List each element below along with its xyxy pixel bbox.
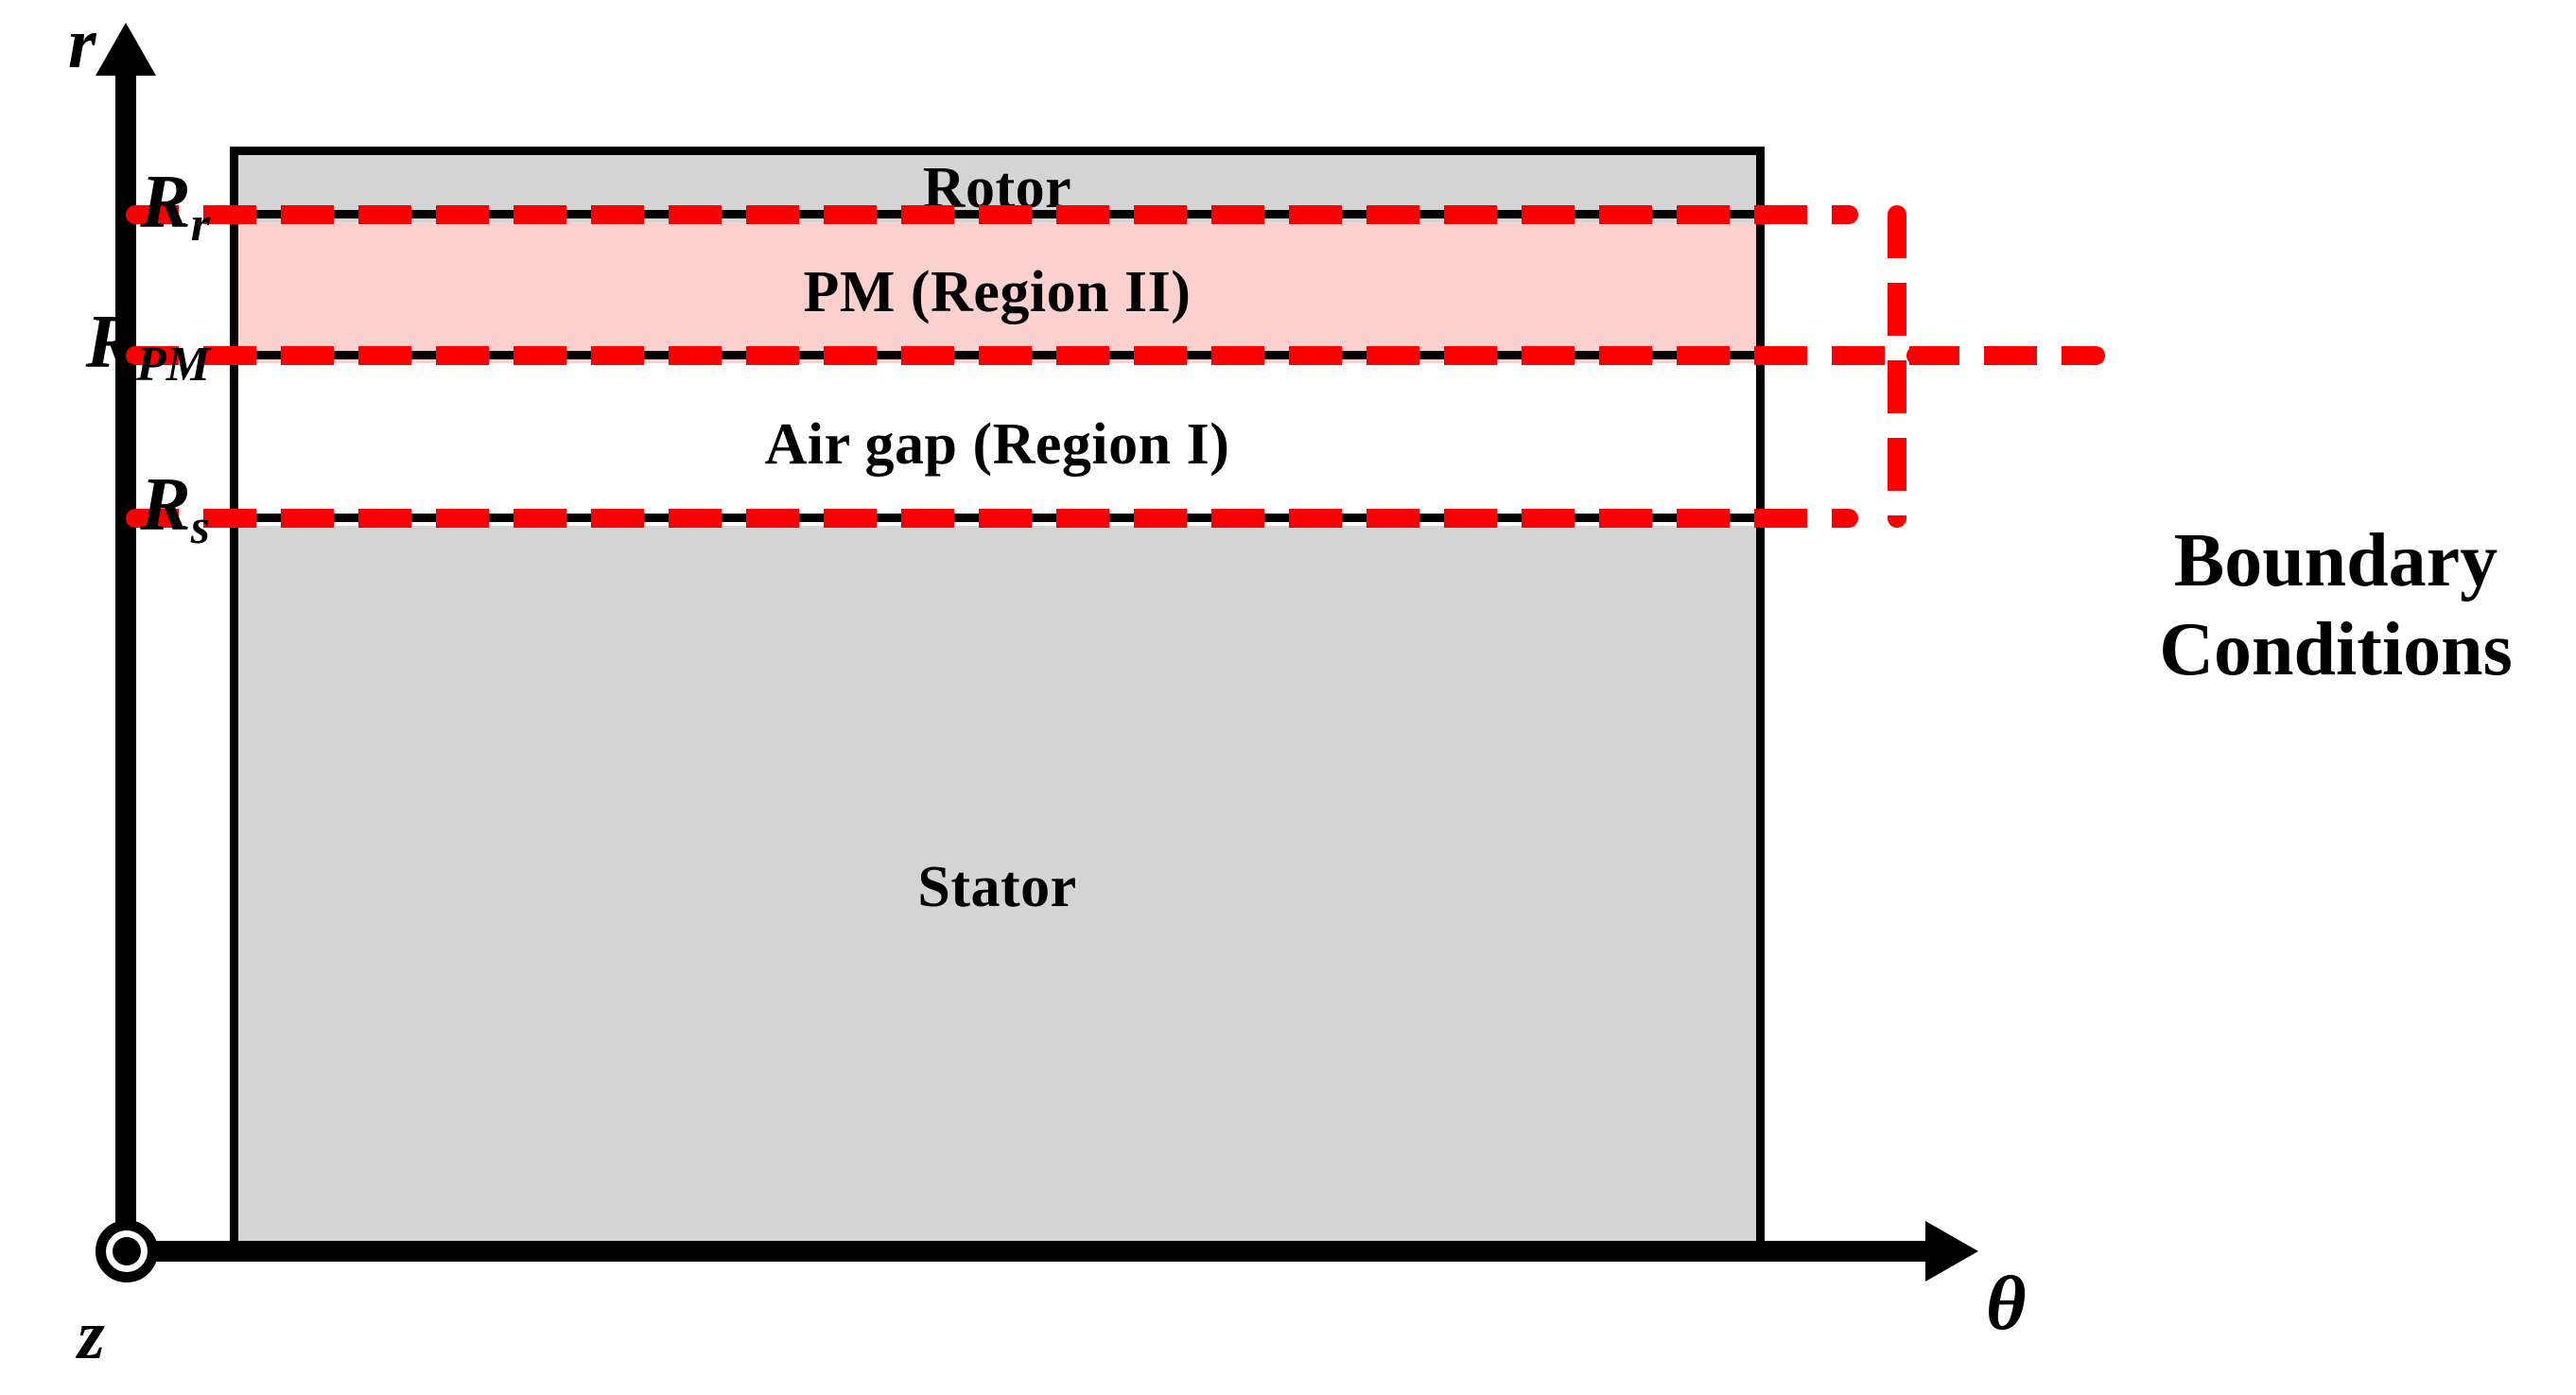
r-axis-label: r: [68, 4, 96, 83]
machine-cross-section: Rotor PM (Region II) Air gap (Region I) …: [230, 147, 1765, 1249]
region-pm-label: PM (Region II): [803, 260, 1192, 324]
region-stator-label: Stator: [917, 855, 1077, 919]
boundary-caption-line-1: Boundary: [2173, 519, 2498, 602]
region-air-gap-label: Air gap (Region I): [764, 411, 1230, 477]
radius-sub-rr: r: [190, 198, 210, 252]
boundary-leader-line: [1906, 346, 2105, 365]
boundary-line-rr: [126, 205, 1858, 224]
region-pm: PM (Region II): [238, 222, 1756, 363]
boundary-conditions-caption: Boundary Conditions: [2096, 516, 2576, 695]
radius-base-rs: R: [140, 463, 191, 547]
boundary-line-rpm: [126, 346, 1951, 365]
radius-label-rs: Rs: [0, 467, 210, 552]
radius-sub-rpm: PM: [136, 338, 210, 392]
z-axis-label: z: [78, 1297, 105, 1374]
radius-label-rr: Rr: [0, 165, 210, 250]
arrow-right-icon: [1925, 1221, 1978, 1282]
arrow-up-icon: [96, 23, 156, 76]
dot-in-circle-icon: [96, 1220, 158, 1282]
theta-axis-label: θ: [1986, 1260, 2027, 1346]
region-air-gap: Air gap (Region I): [238, 363, 1756, 526]
radius-base-rr: R: [140, 161, 191, 244]
radius-label-rpm: RPM: [0, 305, 210, 390]
radius-base-rpm: R: [85, 301, 136, 384]
theta-axis-line: [126, 1241, 1949, 1262]
r-axis-line: [115, 68, 136, 1262]
boundary-bracket: [1888, 205, 1906, 528]
boundary-caption-line-2: Conditions: [2159, 608, 2513, 692]
boundary-line-rs: [126, 509, 1858, 528]
radius-sub-rs: s: [190, 500, 210, 554]
region-stator: Stator: [238, 526, 1756, 1249]
